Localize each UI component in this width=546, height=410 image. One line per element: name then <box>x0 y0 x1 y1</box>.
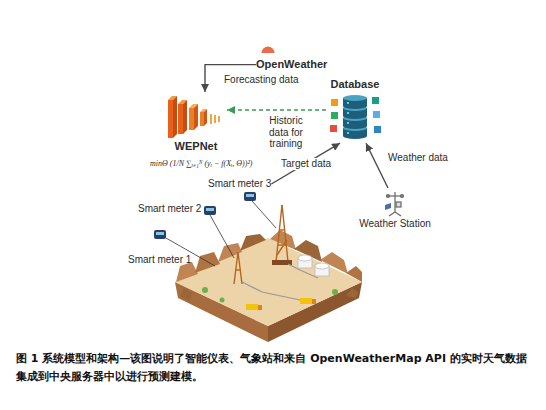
smart-meter-icons-part <box>154 230 166 239</box>
neural-network-icon-part <box>218 116 220 122</box>
oilfield-illustration-part <box>346 288 358 298</box>
database-icon-part <box>347 112 349 114</box>
model-node: WEPNet <box>165 92 227 153</box>
database-icon-part <box>343 95 367 101</box>
station-node: Weather Station <box>352 188 438 230</box>
oilfield-illustration-part <box>315 263 329 269</box>
smart-meter-icons-part <box>156 232 164 235</box>
database-icon-part <box>343 133 367 139</box>
neural-network-icon-part <box>183 100 187 134</box>
oilfield-illustration-part <box>258 305 262 310</box>
meter-label: Smart meter 1 <box>128 254 191 266</box>
database-icon-part <box>331 112 338 119</box>
neural-network-icon-part <box>168 100 173 138</box>
database-icon-part <box>331 99 338 106</box>
service-logo: OpenWeather <box>256 58 327 71</box>
oilfield-illustration-part-part <box>279 229 285 230</box>
node-text: Database <box>326 78 384 91</box>
oilfield-illustration-part-part <box>235 269 241 270</box>
openweather-logo <box>262 47 275 53</box>
oilfield-illustration-part-part <box>238 252 242 284</box>
oilfield-illustration-part <box>332 289 338 295</box>
oilfield-illustration-part <box>294 240 322 262</box>
database-icon-part <box>343 103 367 109</box>
edge-label: Target data <box>279 158 333 170</box>
neural-network-icon-part <box>173 96 177 138</box>
weather-station-icon-part <box>387 195 390 198</box>
smart-meter-icons-part-part <box>210 215 234 258</box>
oilfield-illustration-part-part <box>242 282 300 300</box>
smart-meter-icons-part <box>246 194 254 197</box>
database-icon-part <box>343 113 367 119</box>
oilfield-illustration-part <box>202 287 208 293</box>
database-icon <box>330 95 381 139</box>
figure-caption: 图 1 系统模型和架构—该图说明了智能仪表、气象站和来自 OpenWeather… <box>16 350 530 385</box>
database-icon-part <box>372 97 379 104</box>
smart-meter-icons-part-part <box>252 201 276 228</box>
neural-network-icon-part <box>214 115 216 123</box>
database-icon-part <box>373 111 380 118</box>
oilfield-illustration-part <box>180 288 192 302</box>
node-text: Smart meter 3 <box>208 178 271 190</box>
oilfield-illustration-part <box>240 234 266 251</box>
weather-station-icon <box>385 192 404 216</box>
meter-label: Smart meter 2 <box>138 203 201 215</box>
meter-label: Smart meter 3 <box>208 178 271 190</box>
formula-label: minΘ (1/N ∑ᵢ₌₁ᴺ (yᵢ − f(Xᵢ, Θ))²) <box>150 157 253 168</box>
oilfield-illustration-part-part <box>276 205 282 262</box>
neural-network-icon-part <box>194 104 198 130</box>
weather-station-icon-part <box>388 195 402 196</box>
smart-meter-icons-part <box>206 208 214 211</box>
oilfield-illustration <box>175 205 362 342</box>
openweather-logo-part <box>262 47 275 53</box>
oilfield-illustration-part <box>346 266 362 282</box>
database-icon-part <box>330 125 337 132</box>
neural-network-icon-part <box>210 114 212 124</box>
oilfield-illustration-part <box>234 205 288 284</box>
data-flow-arrow <box>227 109 326 110</box>
oilfield-illustration-part <box>175 238 362 326</box>
neural-network-icon-part <box>189 108 194 130</box>
oilfield-illustration-part <box>298 255 312 261</box>
oilfield-illustration-part <box>220 298 225 303</box>
neural-network-icon-part <box>200 112 204 126</box>
weather-station-icon-part <box>401 195 404 198</box>
database-icon-part <box>343 123 367 129</box>
neural-network-icon <box>168 96 220 138</box>
weather-station-icon-part <box>396 202 401 207</box>
smart-meter-icons-part <box>204 206 216 215</box>
database-node: Database <box>326 78 384 143</box>
oilfield-illustration-part <box>300 298 312 304</box>
node-text: Smart meter 2 <box>138 203 201 215</box>
weather-station-icon-part <box>389 212 395 216</box>
oilfield-illustration-part <box>195 252 220 273</box>
database-icon-part <box>374 126 381 133</box>
node-text: WEPNet <box>165 140 227 153</box>
data-flow-arrow <box>366 143 388 188</box>
oilfield-illustration-part <box>312 299 316 304</box>
weather-station-icon-part <box>395 212 401 216</box>
neural-network-icon-part <box>204 109 207 126</box>
oilfield-illustration-part-part <box>234 252 238 284</box>
oilfield-illustration-part <box>246 304 258 310</box>
weather-station-icon-part <box>385 203 391 210</box>
edge-label: Historic data for training <box>259 115 313 150</box>
smart-meter-icons-part <box>244 192 256 201</box>
edge-label: Forecasting data <box>222 74 301 86</box>
node-text: OpenWeather <box>256 58 327 71</box>
database-icon-part <box>347 132 349 134</box>
oilfield-illustration-part-part <box>282 205 288 262</box>
edge-label: Weather data <box>386 152 450 164</box>
database-icon-part <box>347 122 349 124</box>
database-icon-part <box>347 102 349 104</box>
oilfield-illustration-part <box>242 264 318 300</box>
oilfield-illustration-part-part <box>277 240 287 255</box>
node-text: Smart meter 1 <box>128 254 191 266</box>
neural-network-icon-part <box>178 104 183 134</box>
node-text: Weather Station <box>352 218 438 230</box>
